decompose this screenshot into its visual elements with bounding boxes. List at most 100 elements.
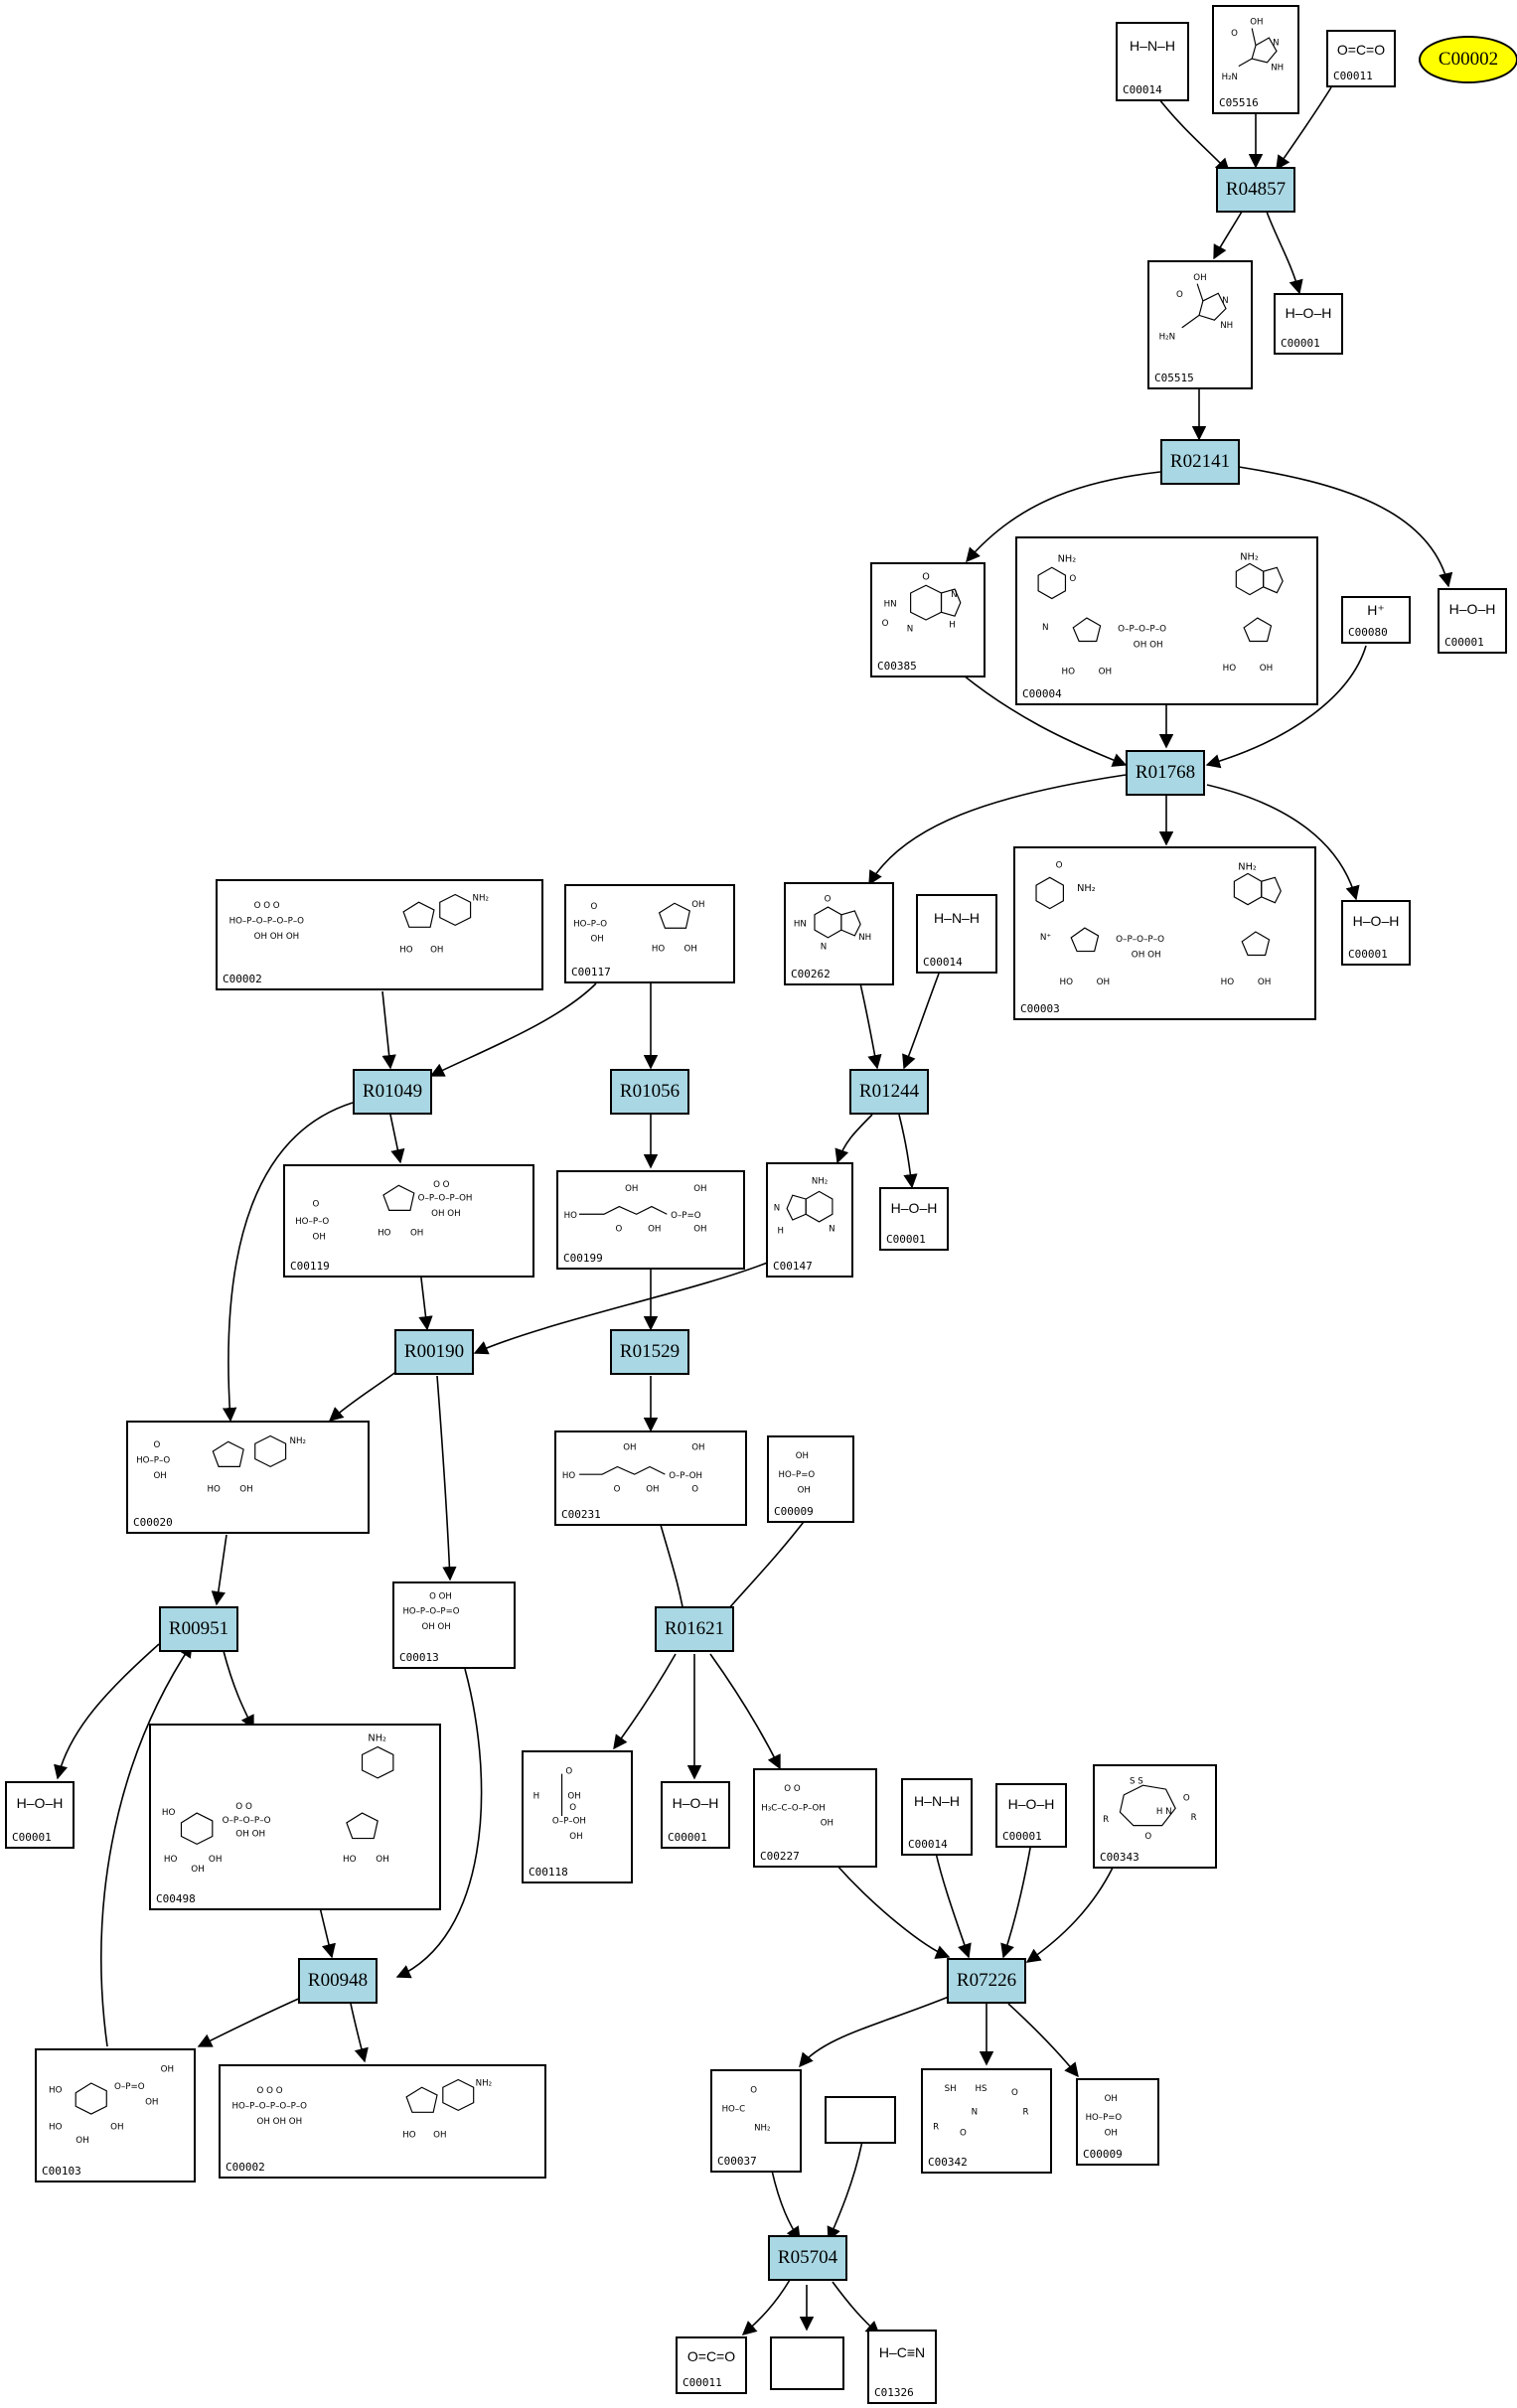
compound-c00001[interactable]: H–O–H C00001 bbox=[661, 1781, 730, 1849]
reaction-r04857[interactable]: R04857 bbox=[1216, 167, 1295, 213]
svg-text:O–P=O: O–P=O bbox=[671, 1211, 701, 1221]
svg-text:OH: OH bbox=[684, 944, 697, 954]
compound-c00001[interactable]: H–O–H C00001 bbox=[995, 1783, 1067, 1848]
reaction-r00190[interactable]: R00190 bbox=[394, 1329, 474, 1375]
compound-id: C00001 bbox=[886, 1233, 926, 1246]
compound-c01326[interactable]: H–C≡N C01326 bbox=[867, 2330, 937, 2404]
compound-formula: H–N–H bbox=[1130, 37, 1175, 54]
svg-text:OH: OH bbox=[693, 1184, 706, 1194]
reaction-r00948[interactable]: R00948 bbox=[298, 1958, 378, 2004]
highlight-compound-c00002[interactable]: C00002 bbox=[1419, 36, 1517, 83]
compound-formula: H–O–H bbox=[1352, 913, 1400, 930]
compound-c00011[interactable]: O=C=O C00011 bbox=[676, 2336, 747, 2394]
reaction-r01244[interactable]: R01244 bbox=[849, 1069, 929, 1115]
svg-text:N: N bbox=[821, 942, 827, 952]
compound-id: C00385 bbox=[877, 660, 917, 673]
reaction-r02141[interactable]: R02141 bbox=[1160, 439, 1240, 485]
svg-text:HO: HO bbox=[562, 1471, 575, 1481]
compound-c00001[interactable]: H–O–H C00001 bbox=[879, 1187, 949, 1251]
svg-text:OH: OH bbox=[76, 2136, 88, 2146]
reaction-r00951[interactable]: R00951 bbox=[159, 1606, 238, 1652]
svg-text:O: O bbox=[569, 1803, 576, 1813]
svg-text:O: O bbox=[1069, 574, 1076, 584]
svg-text:O O O: O O O bbox=[254, 901, 280, 911]
svg-text:OH: OH bbox=[590, 935, 603, 945]
reaction-r01049[interactable]: R01049 bbox=[353, 1069, 432, 1115]
svg-text:H: H bbox=[778, 1226, 784, 1236]
reaction-r01056[interactable]: R01056 bbox=[610, 1069, 689, 1115]
edge bbox=[1007, 2003, 1079, 2078]
svg-text:HS: HS bbox=[975, 2084, 987, 2094]
edge bbox=[859, 982, 882, 1070]
compound-c00014[interactable]: H–N–H C00014 bbox=[1116, 22, 1189, 101]
svg-text:OH: OH bbox=[145, 2097, 158, 2107]
reaction-r07226[interactable]: R07226 bbox=[947, 1958, 1026, 2004]
svg-text:HO–P–O: HO–P–O bbox=[295, 1217, 329, 1227]
edge bbox=[1276, 86, 1332, 171]
compound-c00001[interactable]: H–O–H C00001 bbox=[1438, 588, 1507, 654]
reaction-r01621[interactable]: R01621 bbox=[655, 1606, 734, 1652]
reaction-r01529[interactable]: R01529 bbox=[610, 1329, 689, 1375]
svg-text:O: O bbox=[565, 1767, 572, 1777]
compound-blank-input[interactable] bbox=[825, 2096, 896, 2144]
svg-text:NH: NH bbox=[1220, 321, 1233, 331]
svg-text:HO: HO bbox=[1059, 978, 1073, 987]
compound-formula: H–O–H bbox=[890, 1199, 938, 1216]
svg-text:O: O bbox=[750, 2085, 757, 2095]
edge bbox=[1025, 1867, 1114, 1963]
svg-text:O: O bbox=[590, 902, 597, 912]
svg-text:O: O bbox=[1183, 1794, 1190, 1804]
compound-c00001[interactable]: H–O–H C00001 bbox=[1341, 900, 1411, 966]
svg-text:H₂N: H₂N bbox=[1159, 332, 1175, 342]
compound-c00014[interactable]: H–N–H C00014 bbox=[901, 1778, 973, 1856]
reaction-r01768[interactable]: R01768 bbox=[1126, 750, 1205, 796]
compound-c00001[interactable]: H–O–H C00001 bbox=[1274, 293, 1343, 355]
compound-c00011[interactable]: O=C=O C00011 bbox=[1326, 30, 1396, 87]
compound-c00080[interactable]: H⁺ C00080 bbox=[1341, 596, 1411, 644]
compound-id: C00001 bbox=[12, 1831, 52, 1844]
compound-blank-output[interactable] bbox=[770, 2336, 844, 2390]
svg-text:O: O bbox=[1176, 290, 1183, 300]
compound-c00001[interactable]: H–O–H C00001 bbox=[5, 1781, 75, 1849]
compound-id: C00011 bbox=[1333, 70, 1373, 82]
compound-id: C00262 bbox=[791, 968, 831, 980]
svg-text:OH OH: OH OH bbox=[1134, 640, 1163, 650]
reaction-r05704[interactable]: R05704 bbox=[768, 2235, 847, 2281]
svg-text:OH: OH bbox=[693, 1225, 706, 1235]
svg-text:O: O bbox=[1011, 2088, 1018, 2098]
compound-id: C00001 bbox=[1444, 636, 1484, 649]
compound-c00014[interactable]: H–N–H C00014 bbox=[916, 894, 997, 974]
svg-text:N: N bbox=[972, 2107, 978, 2117]
svg-text:NH₂: NH₂ bbox=[289, 1436, 305, 1446]
